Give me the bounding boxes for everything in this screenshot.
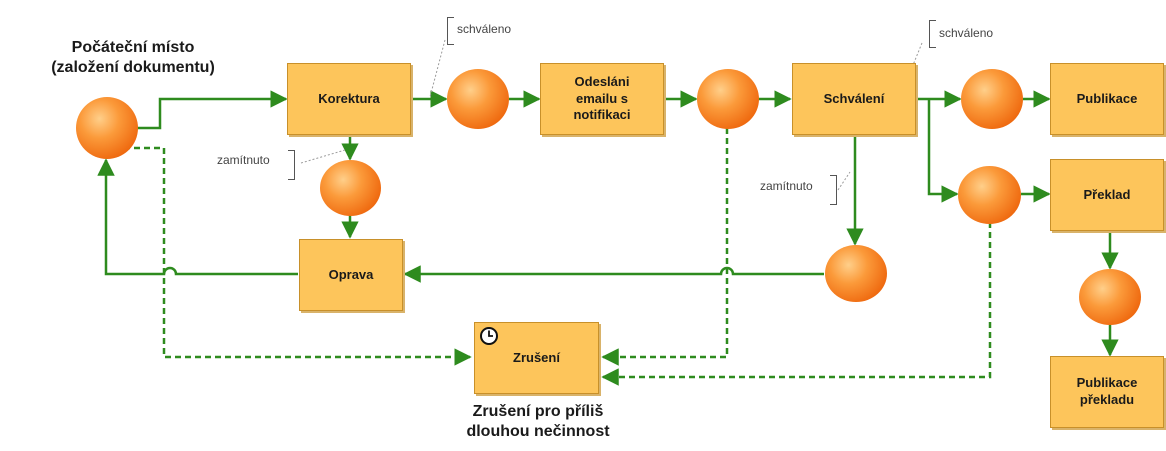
transition-schvaleni[interactable]: Schválení	[792, 63, 916, 135]
transition-zruseni-label: Zrušení	[513, 349, 560, 365]
transition-oprava[interactable]: Oprava	[299, 239, 403, 311]
arc-start-to-korektura	[135, 90, 288, 130]
cancel-caption: Zrušení pro příliš dlouhou nečinnost	[466, 403, 610, 440]
arc-place2-to-zruseni	[601, 128, 729, 366]
annotation-schvaleno-2: schváleno	[939, 26, 994, 40]
place-after-odeslani[interactable]	[697, 69, 759, 129]
arc-schvaleni-to-place-translate	[927, 99, 959, 203]
transition-korektura[interactable]: Korektura	[287, 63, 411, 135]
transition-publikace-prekladu[interactable]: Publikace překladu	[1050, 356, 1164, 428]
start-place[interactable]	[76, 97, 138, 159]
transition-preklad[interactable]: Překlad	[1050, 159, 1164, 231]
annotation-bracket	[447, 17, 454, 45]
arc-place-to-oprava-2	[403, 265, 824, 283]
transition-publikace[interactable]: Publikace	[1050, 63, 1164, 135]
transition-odeslani-emailu[interactable]: Odesláni emailu s notifikaci	[540, 63, 664, 135]
arc-oprava-to-start	[97, 158, 298, 276]
annotation-bracket	[830, 175, 837, 205]
arc-start-to-zruseni	[124, 146, 472, 366]
place-after-korektura[interactable]	[447, 69, 509, 129]
place-before-preklad[interactable]	[958, 166, 1021, 224]
annotation-zamitnuto-1: zamítnuto	[217, 153, 270, 167]
place-schvaleni-rejected[interactable]	[825, 245, 887, 302]
annotation-bracket	[288, 150, 295, 180]
start-place-label: Počáteční místo (založení dokumentu)	[51, 39, 215, 76]
place-korektura-rejected[interactable]	[320, 160, 381, 216]
annotation-schvaleno-1: schváleno	[457, 22, 512, 36]
clock-icon	[480, 327, 498, 345]
place-after-preklad[interactable]	[1079, 269, 1141, 325]
arc-translate-place-to-zruseni	[601, 222, 992, 386]
place-before-publikace[interactable]	[961, 69, 1023, 129]
annotation-bracket	[929, 20, 936, 48]
annotation-zamitnuto-2: zamítnuto	[760, 179, 813, 193]
